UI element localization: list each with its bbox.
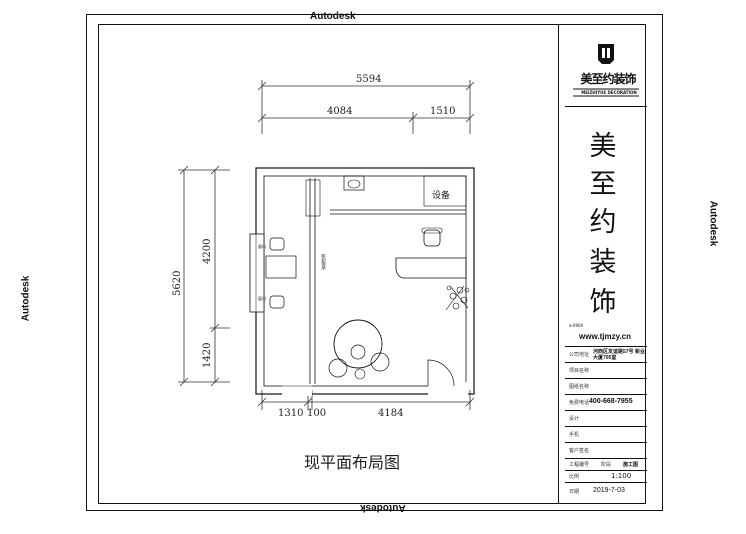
dim-left-total: 5620 xyxy=(172,271,183,296)
info-row-phone: 免费电话 400-668-7955 xyxy=(565,394,647,411)
website: www.tjmzy.cn xyxy=(579,332,632,341)
info-row-drawing: 图纸名称 xyxy=(565,378,647,395)
title-block: 美至约装饰 MEIZHIYUE DECORATION 美 至 约 装 饰 a-0… xyxy=(558,24,647,505)
brand-char-5: 饰 xyxy=(589,287,617,318)
brand-char-2: 至 xyxy=(589,169,617,200)
floor-plan: 5594 4084 1510 5620 4200 1420 1310 100 4… xyxy=(172,74,475,472)
dim-left-upper: 4200 xyxy=(202,239,213,264)
dim-bottom-left: 1310 xyxy=(278,408,303,419)
watermark-right: Autodesk xyxy=(707,200,719,247)
logo: 美至约装饰 MEIZHIYUE DECORATION xyxy=(565,24,647,106)
info-row-client: 客户签名 xyxy=(565,442,647,459)
dim-bottom-right: 4184 xyxy=(378,408,403,419)
info-row-design: 设计 xyxy=(565,410,647,427)
logo-tagline: MEIZHIYUE DECORATION xyxy=(581,90,637,95)
room-label-equipment: 设备 xyxy=(432,189,450,201)
dim-top-right: 1510 xyxy=(430,106,455,117)
dim-top-total: 5594 xyxy=(356,74,381,85)
info-row-scale: 比例 1:100 xyxy=(565,470,647,483)
dim-top-left: 4084 xyxy=(327,106,352,117)
wall-note: 玻璃隔断 xyxy=(321,254,327,270)
brand-char-1: 美 xyxy=(589,131,617,162)
logo-name: 美至约装饰 xyxy=(580,72,636,86)
brand-char-3: 约 xyxy=(589,207,617,238)
dim-left-lower: 1420 xyxy=(202,343,213,368)
info-row-date: 日期 2019-7-03 xyxy=(565,482,647,505)
watermark-top: Autodesk xyxy=(310,11,356,22)
drawing-inner-frame xyxy=(98,24,646,504)
brand-char-4: 装 xyxy=(589,247,617,278)
drawing-outer-frame xyxy=(86,14,663,511)
window-label-1: 窗口 xyxy=(258,243,266,249)
info-row-mobile: 手机 xyxy=(565,426,647,443)
plan-title: 现平面布局图 xyxy=(304,453,400,472)
logo-icon xyxy=(573,44,639,97)
dim-bottom-mid: 100 xyxy=(307,408,326,419)
info-row-project: 项目名称 xyxy=(565,362,647,379)
window-label-2: 窗口 xyxy=(258,295,266,301)
watermark-left: Autodesk xyxy=(20,275,32,322)
info-row-project-no: 工程编号 阶段 施工图 xyxy=(565,458,647,471)
small-note: a-0904 xyxy=(569,323,584,328)
info-row-address: 公司地址 河西区友谊路57号 新业大厦705室 xyxy=(565,346,647,363)
